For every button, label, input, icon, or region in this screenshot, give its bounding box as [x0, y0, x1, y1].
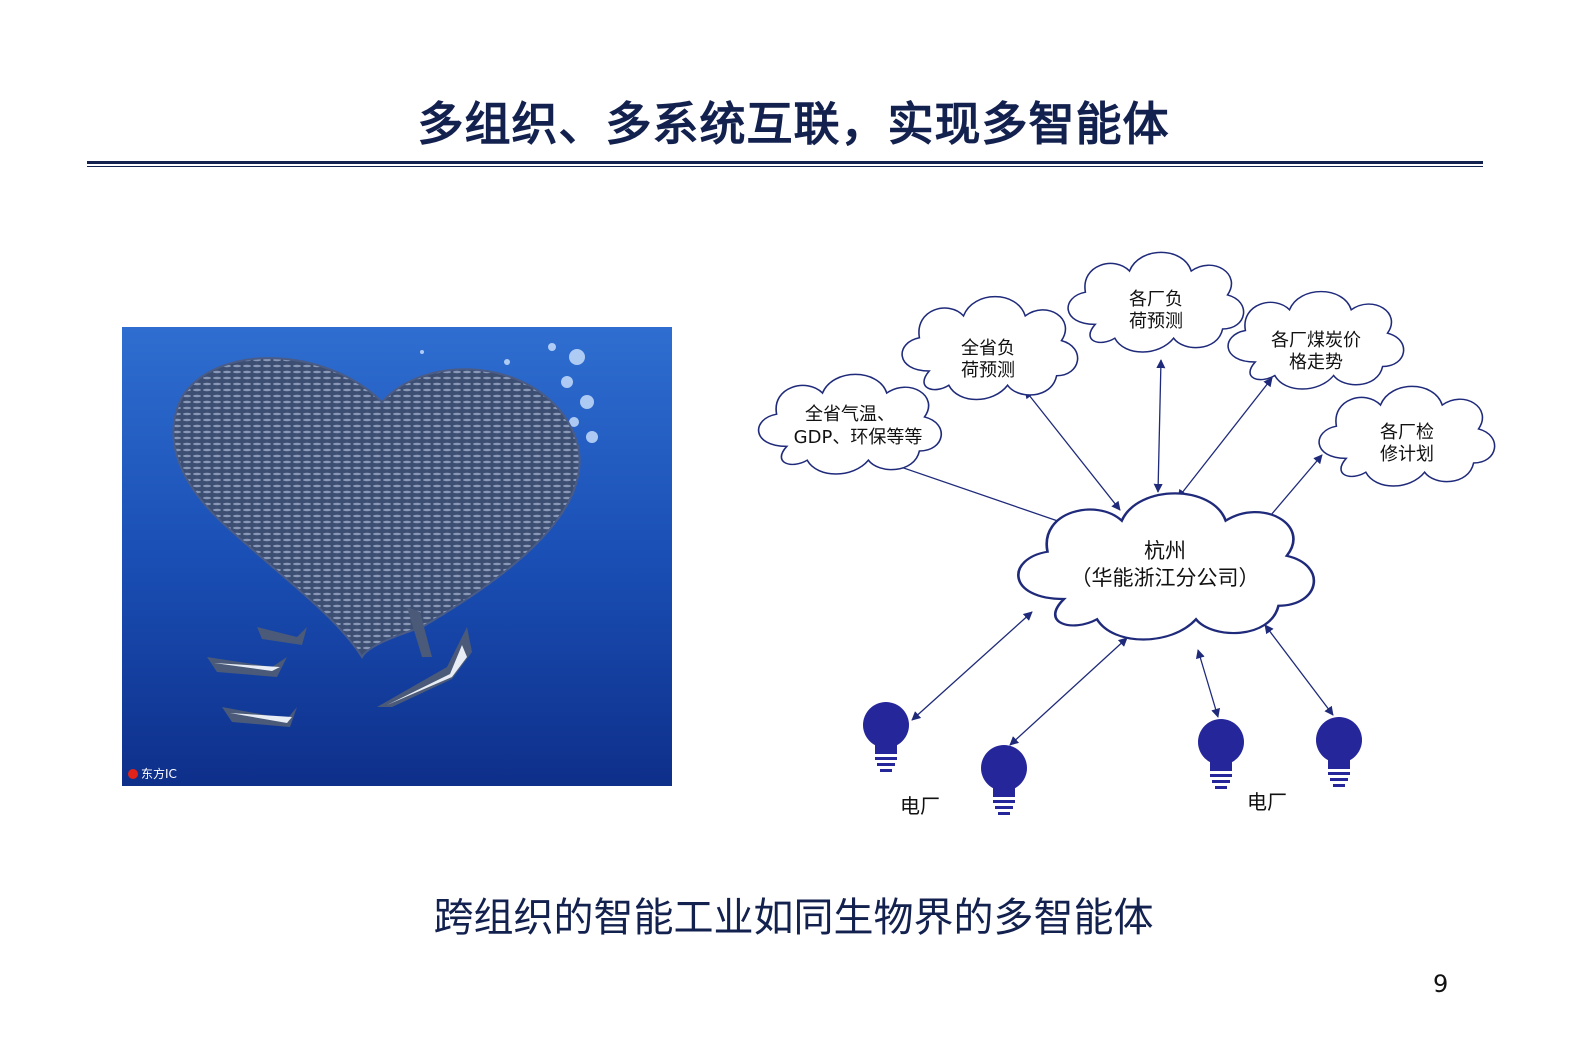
- svg-text:荷预测: 荷预测: [961, 360, 1015, 381]
- slide-caption: 跨组织的智能工业如同生物界的多智能体: [433, 895, 1154, 941]
- svg-text:格走势: 格走势: [1289, 352, 1343, 373]
- svg-text:各厂检: 各厂检: [1380, 422, 1434, 443]
- cloud-hangzhou-center: 杭州 （华能浙江分公司）: [1017, 492, 1316, 641]
- credit-logo-icon: [128, 769, 138, 779]
- power-plant-bulb-icon: [863, 702, 909, 772]
- title-rule-thin: [87, 166, 1483, 167]
- title-rule: [87, 161, 1483, 164]
- svg-text:全省负: 全省负: [961, 338, 1015, 359]
- svg-text:荷预测: 荷预测: [1129, 311, 1183, 332]
- cloud-coal-price-trend: 各厂煤炭价 格走势: [1227, 290, 1405, 390]
- ocean-illustration: [122, 327, 672, 786]
- svg-text:GDP、环保等等: GDP、环保等等: [794, 427, 923, 448]
- power-plant-bulb-icon: [981, 745, 1027, 815]
- cloud-plant-load-forecast: 各厂负 荷预测: [1067, 251, 1245, 353]
- plant-label: 电厂: [1247, 790, 1287, 814]
- svg-text:各厂煤炭价: 各厂煤炭价: [1271, 330, 1361, 351]
- svg-text:各厂负: 各厂负: [1129, 289, 1183, 310]
- svg-text:全省气温、: 全省气温、: [805, 404, 895, 425]
- fish-heart: [172, 357, 581, 660]
- cloud-weather-gdp: 全省气温、 GDP、环保等等: [757, 373, 943, 475]
- page-number: 9: [1433, 970, 1449, 998]
- photo-credit: 东方IC: [128, 765, 177, 782]
- cloud-maintenance-plan: 各厂检 修计划: [1318, 385, 1496, 487]
- svg-text:（华能浙江分公司）: （华能浙江分公司）: [1071, 566, 1260, 590]
- power-plant-bulb-icon: [1198, 719, 1244, 789]
- cloud-province-load-forecast: 全省负 荷预测: [901, 295, 1079, 401]
- slide-title: 多组织、多系统互联，实现多智能体: [417, 97, 1170, 151]
- svg-text:修计划: 修计划: [1380, 444, 1434, 465]
- power-plant-bulb-icon: [1316, 717, 1362, 787]
- svg-text:杭州: 杭州: [1144, 539, 1186, 563]
- plant-label: 电厂: [900, 794, 940, 818]
- connector-arrows: [888, 359, 1334, 746]
- fish-school-photo: 东方IC: [122, 327, 672, 786]
